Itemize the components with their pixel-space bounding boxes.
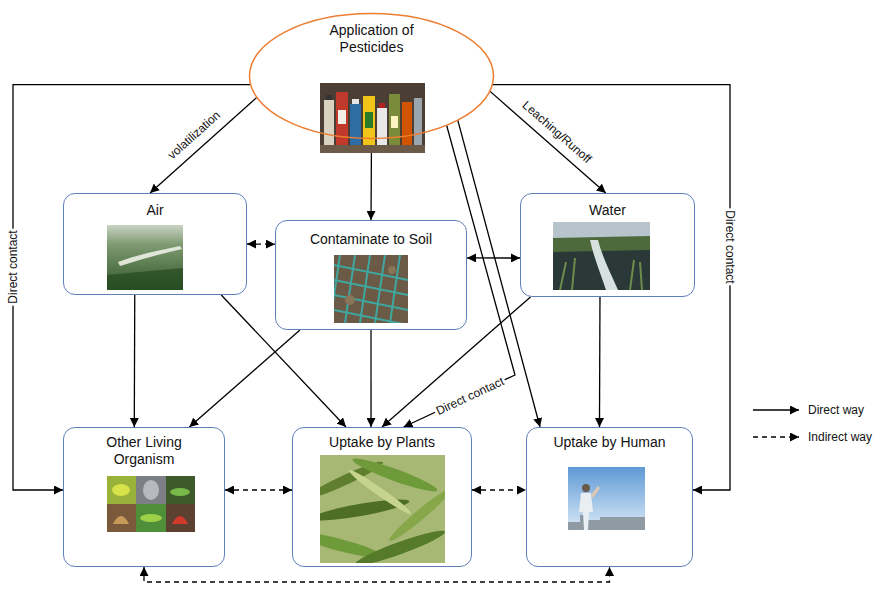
organisms-photo xyxy=(107,476,195,532)
water-photo-part xyxy=(553,222,650,290)
pesticide-photo-part xyxy=(320,145,425,153)
direct-arrow xyxy=(150,97,257,193)
pesticide-photo-part xyxy=(414,98,422,150)
air-photo-part xyxy=(107,268,183,290)
legend-sample xyxy=(752,403,800,417)
indirect-arrow xyxy=(472,489,526,490)
pesticide-photo-part xyxy=(391,116,398,128)
node-text: Contaminate to Soil xyxy=(310,231,432,248)
pathway-box: Uptake by Plants xyxy=(292,427,472,567)
air-photo-part xyxy=(107,225,183,290)
air-photo xyxy=(107,225,183,290)
plants-photo-part xyxy=(353,526,445,563)
plants-photo-part xyxy=(347,467,414,517)
water-photo-part xyxy=(590,240,618,290)
source-ellipse: Application of Pesticides xyxy=(248,12,495,140)
direct-arrow xyxy=(221,295,346,427)
direct-arrow xyxy=(492,85,730,490)
legend-text: Indirect way xyxy=(808,430,872,444)
pesticide-photo-part xyxy=(326,95,332,100)
pathway-box: Uptake by Human xyxy=(526,427,693,567)
edge-label: Direct contact xyxy=(432,373,508,418)
human-photo-part xyxy=(579,493,593,530)
pathway-box: Water xyxy=(520,193,695,297)
edge-label: Direct contact xyxy=(723,208,737,285)
indirect-arrow xyxy=(144,567,610,582)
legend-row: Direct way xyxy=(752,403,864,417)
direct-arrow xyxy=(370,330,371,427)
pesticide-photo-part xyxy=(338,110,346,124)
ellipse-outline xyxy=(250,14,494,139)
pathway-box: Contaminate to Soil xyxy=(275,220,467,330)
legend-text: Direct way xyxy=(808,403,864,417)
legend-line xyxy=(753,409,799,410)
edge-label: Direct contact xyxy=(6,228,20,305)
pesticide-photo-part xyxy=(365,112,373,128)
pathway-box: Air xyxy=(63,193,247,295)
human-photo-part xyxy=(582,484,590,492)
edge-label: Leaching/Runoff xyxy=(518,96,596,167)
pesticide-photo-part xyxy=(379,103,385,108)
indirect-arrow xyxy=(247,243,275,244)
plants-photo-part xyxy=(351,455,440,496)
node-text: Uptake by Plants xyxy=(329,434,435,451)
organisms-photo-part xyxy=(166,476,195,504)
pesticide-photo-part xyxy=(336,92,348,150)
water-photo-part xyxy=(553,222,650,238)
human-photo-part xyxy=(591,486,600,498)
water-photo-part xyxy=(560,258,642,290)
direct-arrow xyxy=(134,295,136,427)
organisms-photo-part xyxy=(140,514,162,522)
pathway-box: Other Living Organism xyxy=(63,427,225,567)
pesticide-photo-part xyxy=(363,96,375,150)
soil-photo-part xyxy=(388,266,396,274)
organisms-photo-part xyxy=(136,476,166,504)
edge-label: volatilization xyxy=(164,106,225,163)
node-text: Air xyxy=(146,202,163,219)
indirect-arrow xyxy=(225,489,292,490)
water-photo xyxy=(553,222,650,290)
organisms-photo-part xyxy=(143,480,159,500)
soil-photo-part xyxy=(345,295,355,305)
pesticide-photo-part xyxy=(350,104,361,150)
node-text: Other Living Organism xyxy=(84,434,204,468)
legend-row: Indirect way xyxy=(752,430,872,444)
water-photo-part xyxy=(553,236,650,252)
direct-arrow xyxy=(490,91,606,193)
organisms-photo-part xyxy=(113,516,129,524)
organisms-photo-part xyxy=(107,476,136,504)
human-photo xyxy=(568,467,645,530)
direct-arrow xyxy=(599,297,601,427)
node-text: Water xyxy=(589,202,626,219)
pesticide-photo-part xyxy=(324,100,334,150)
plants-photo xyxy=(320,455,445,563)
organisms-photo-part xyxy=(107,504,136,532)
legend-line xyxy=(753,436,799,437)
human-photo-part xyxy=(568,515,645,530)
pesticide-photo-part xyxy=(320,83,425,153)
pesticide-photo-part xyxy=(389,94,400,150)
organisms-photo-part xyxy=(170,488,190,496)
direct-arrow xyxy=(467,257,520,258)
pesticide-photo-part xyxy=(402,102,412,150)
organisms-photo-part xyxy=(166,504,195,532)
organisms-photo-part xyxy=(172,516,188,524)
human-photo-part xyxy=(568,467,645,530)
pesticide-photo-part xyxy=(352,99,359,104)
node-text: Application of Pesticides xyxy=(316,22,428,56)
legend-sample xyxy=(752,430,800,444)
organisms-photo-part xyxy=(136,504,166,532)
node-text: Uptake by Human xyxy=(553,434,665,451)
pesticide-photo xyxy=(320,83,425,153)
direct-arrow xyxy=(404,125,515,427)
soil-photo-part xyxy=(334,255,408,323)
air-photo-part xyxy=(118,246,182,266)
direct-arrow xyxy=(13,85,251,490)
organisms-photo-part xyxy=(112,484,130,496)
direct-arrow xyxy=(189,330,300,427)
soil-photo xyxy=(334,255,408,323)
pesticide-photo-part xyxy=(377,108,387,150)
